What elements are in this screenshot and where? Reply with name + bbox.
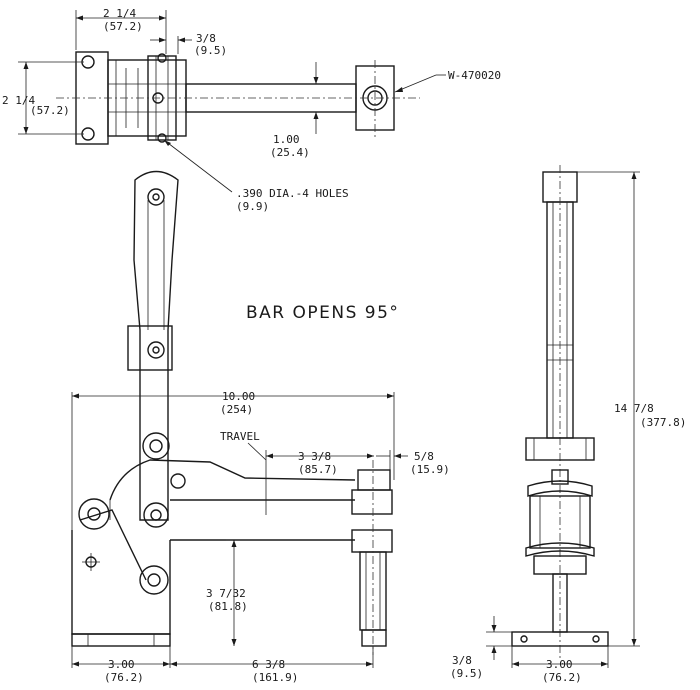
top-offset-mm-label: (9.5) xyxy=(194,44,227,57)
spindle-offset-mm-label: (15.9) xyxy=(410,463,450,476)
top-view-dimensions: 2 1/4 (57.2) 3/8 (9.5) 2 1/4 (57.2) W-47… xyxy=(2,7,501,213)
base-thickness-mm-label: (9.5) xyxy=(450,667,483,680)
overall-height-mm-label: (377.8) xyxy=(640,416,686,429)
spindle-offset-label: 5/8 xyxy=(414,450,434,463)
side-base-width-label: 3.00 xyxy=(546,658,573,671)
side-view-dimensions: 14 7/8 (377.8) 3/8 (9.5) 3.00 (76.2) xyxy=(450,171,686,684)
part-number-label: W-470020 xyxy=(448,69,501,82)
overall-height-label: 14 7/8 xyxy=(614,402,654,415)
reach-label: 6 3/8 xyxy=(252,658,285,671)
base-width-mm-label: (76.2) xyxy=(104,671,144,684)
travel-distance-label: 3 3/8 xyxy=(298,450,331,463)
side-view xyxy=(511,165,609,660)
bar-opens-label: BAR OPENS 95° xyxy=(246,303,399,323)
base-width-label: 3.00 xyxy=(108,658,135,671)
bar-width-mm-label: (25.4) xyxy=(270,146,310,159)
base-thickness-label: 3/8 xyxy=(452,654,472,667)
top-offset-label: 3/8 xyxy=(196,32,216,45)
holes-label: .390 DIA.-4 HOLES xyxy=(236,187,349,200)
left-height-mm-label: (57.2) xyxy=(30,104,70,117)
side-base-width-mm-label: (76.2) xyxy=(542,671,582,684)
holes-mm-label: (9.9) xyxy=(236,200,269,213)
front-view xyxy=(71,170,393,655)
height-label: 3 7/32 xyxy=(206,587,246,600)
height-mm-label: (81.8) xyxy=(208,600,248,613)
top-width-mm-label: (57.2) xyxy=(103,20,143,33)
left-height-label: 2 1/4 xyxy=(2,94,35,107)
overall-length-label: 10.00 xyxy=(222,390,255,403)
front-view-dimensions: 10.00 (254) TRAVEL 3 3/8 (85.7) 5/8 (15.… xyxy=(71,390,450,684)
travel-distance-mm-label: (85.7) xyxy=(298,463,338,476)
reach-mm-label: (161.9) xyxy=(252,671,298,684)
top-width-label: 2 1/4 xyxy=(103,7,136,20)
bar-width-label: 1.00 xyxy=(273,133,300,146)
travel-label: TRAVEL xyxy=(220,430,260,443)
top-view xyxy=(56,51,420,145)
overall-length-mm-label: (254) xyxy=(220,403,253,416)
